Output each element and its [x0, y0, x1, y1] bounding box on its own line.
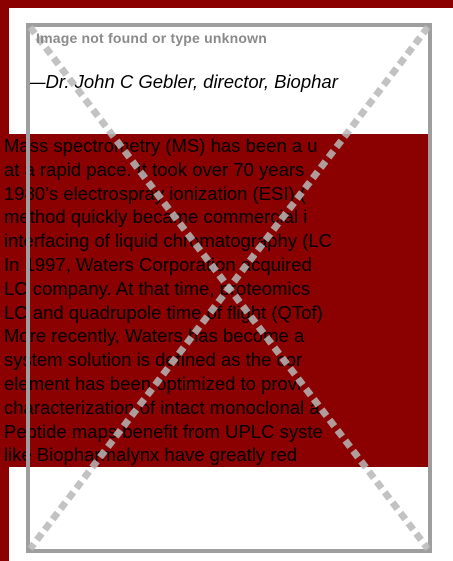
- body-line: element has been optimized to provi: [0, 371, 430, 396]
- body-line: 1980’s electrospray ionization (ESI) (: [0, 181, 430, 206]
- quote-attribution: —Dr. John C Gebler, director, Biophar: [27, 71, 338, 92]
- body-line: method quickly became commercial i: [0, 205, 430, 230]
- body-line: system solution is defined as the cor: [0, 348, 430, 372]
- body-line: interfacing of liquid chromatography (LC: [0, 229, 430, 253]
- body-line: LC company. At that time, proteomics: [0, 276, 430, 301]
- body-line: like Biopharmalynx have greatly red: [0, 443, 430, 468]
- body-line: Mass spectrometry (MS) has been a u: [0, 134, 430, 158]
- broken-image-placeholder: [26, 23, 432, 553]
- article-body: Mass spectrometry (MS) has been a u at a…: [0, 134, 430, 468]
- broken-image-cross-icon: [27, 24, 431, 552]
- body-line: Peptide maps benefit from UPLC syste: [0, 419, 430, 444]
- frame-top-border: [0, 0, 453, 8]
- placeholder-message: Image not found or type unknown: [36, 30, 267, 46]
- body-line: More recently, Waters has become a: [0, 324, 430, 349]
